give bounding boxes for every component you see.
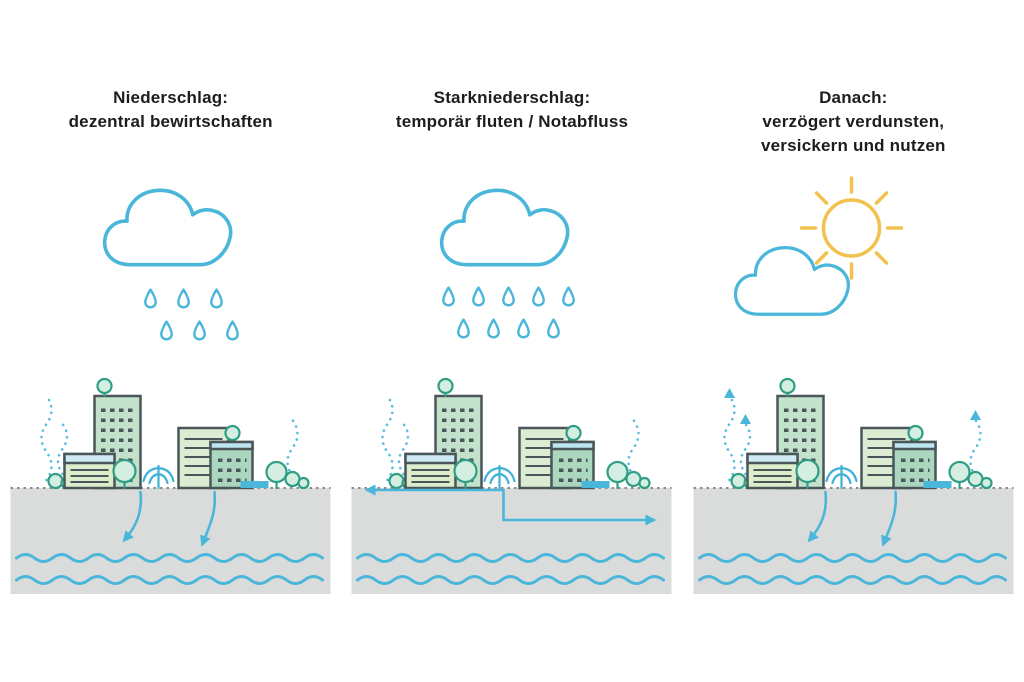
title-line: dezentral bewirtschaften — [68, 112, 273, 131]
panel-danach: Danach: verzögert verdunsten, versickern… — [683, 0, 1024, 682]
cloud-icon — [733, 246, 850, 316]
illustration-niederschlag — [10, 188, 331, 594]
title-line: verzögert verdunsten, — [762, 112, 945, 131]
panel-title: Niederschlag: dezentral bewirtschaften — [0, 0, 341, 162]
surface-runoff-arrows — [364, 484, 657, 526]
groundwater-waves — [15, 553, 325, 585]
panel-title: Starkniederschlag: temporär fluten / Not… — [341, 0, 682, 162]
infiltration-arrows — [122, 490, 217, 547]
illustration-danach — [693, 176, 1014, 594]
evaporation-arrows — [723, 388, 981, 424]
cloud-icon — [103, 188, 233, 267]
city-scene — [723, 377, 993, 490]
city-scene — [381, 377, 652, 490]
groundwater-waves — [697, 553, 1007, 585]
panel-title: Danach: verzögert verdunsten, versickern… — [683, 0, 1024, 162]
title-line: temporär fluten / Notabfluss — [395, 112, 629, 131]
title-line: versickern und nutzen — [761, 136, 946, 155]
sun-icon — [799, 176, 904, 280]
title-line: Niederschlag: — [113, 88, 229, 107]
illustration-starkniederschlag — [351, 188, 672, 594]
title-line: Danach: — [819, 88, 888, 107]
title-line: Starkniederschlag: — [433, 88, 591, 107]
groundwater-waves — [356, 553, 666, 585]
rain-drop-icons — [442, 286, 576, 339]
infiltration-arrows — [807, 490, 897, 547]
panel-starkniederschlag: Starkniederschlag: temporär fluten / Not… — [341, 0, 682, 682]
rain-drop-icons — [144, 288, 240, 341]
city-scene — [40, 377, 310, 490]
cloud-icon — [440, 188, 570, 267]
panel-niederschlag: Niederschlag: dezentral bewirtschaften — [0, 0, 341, 682]
